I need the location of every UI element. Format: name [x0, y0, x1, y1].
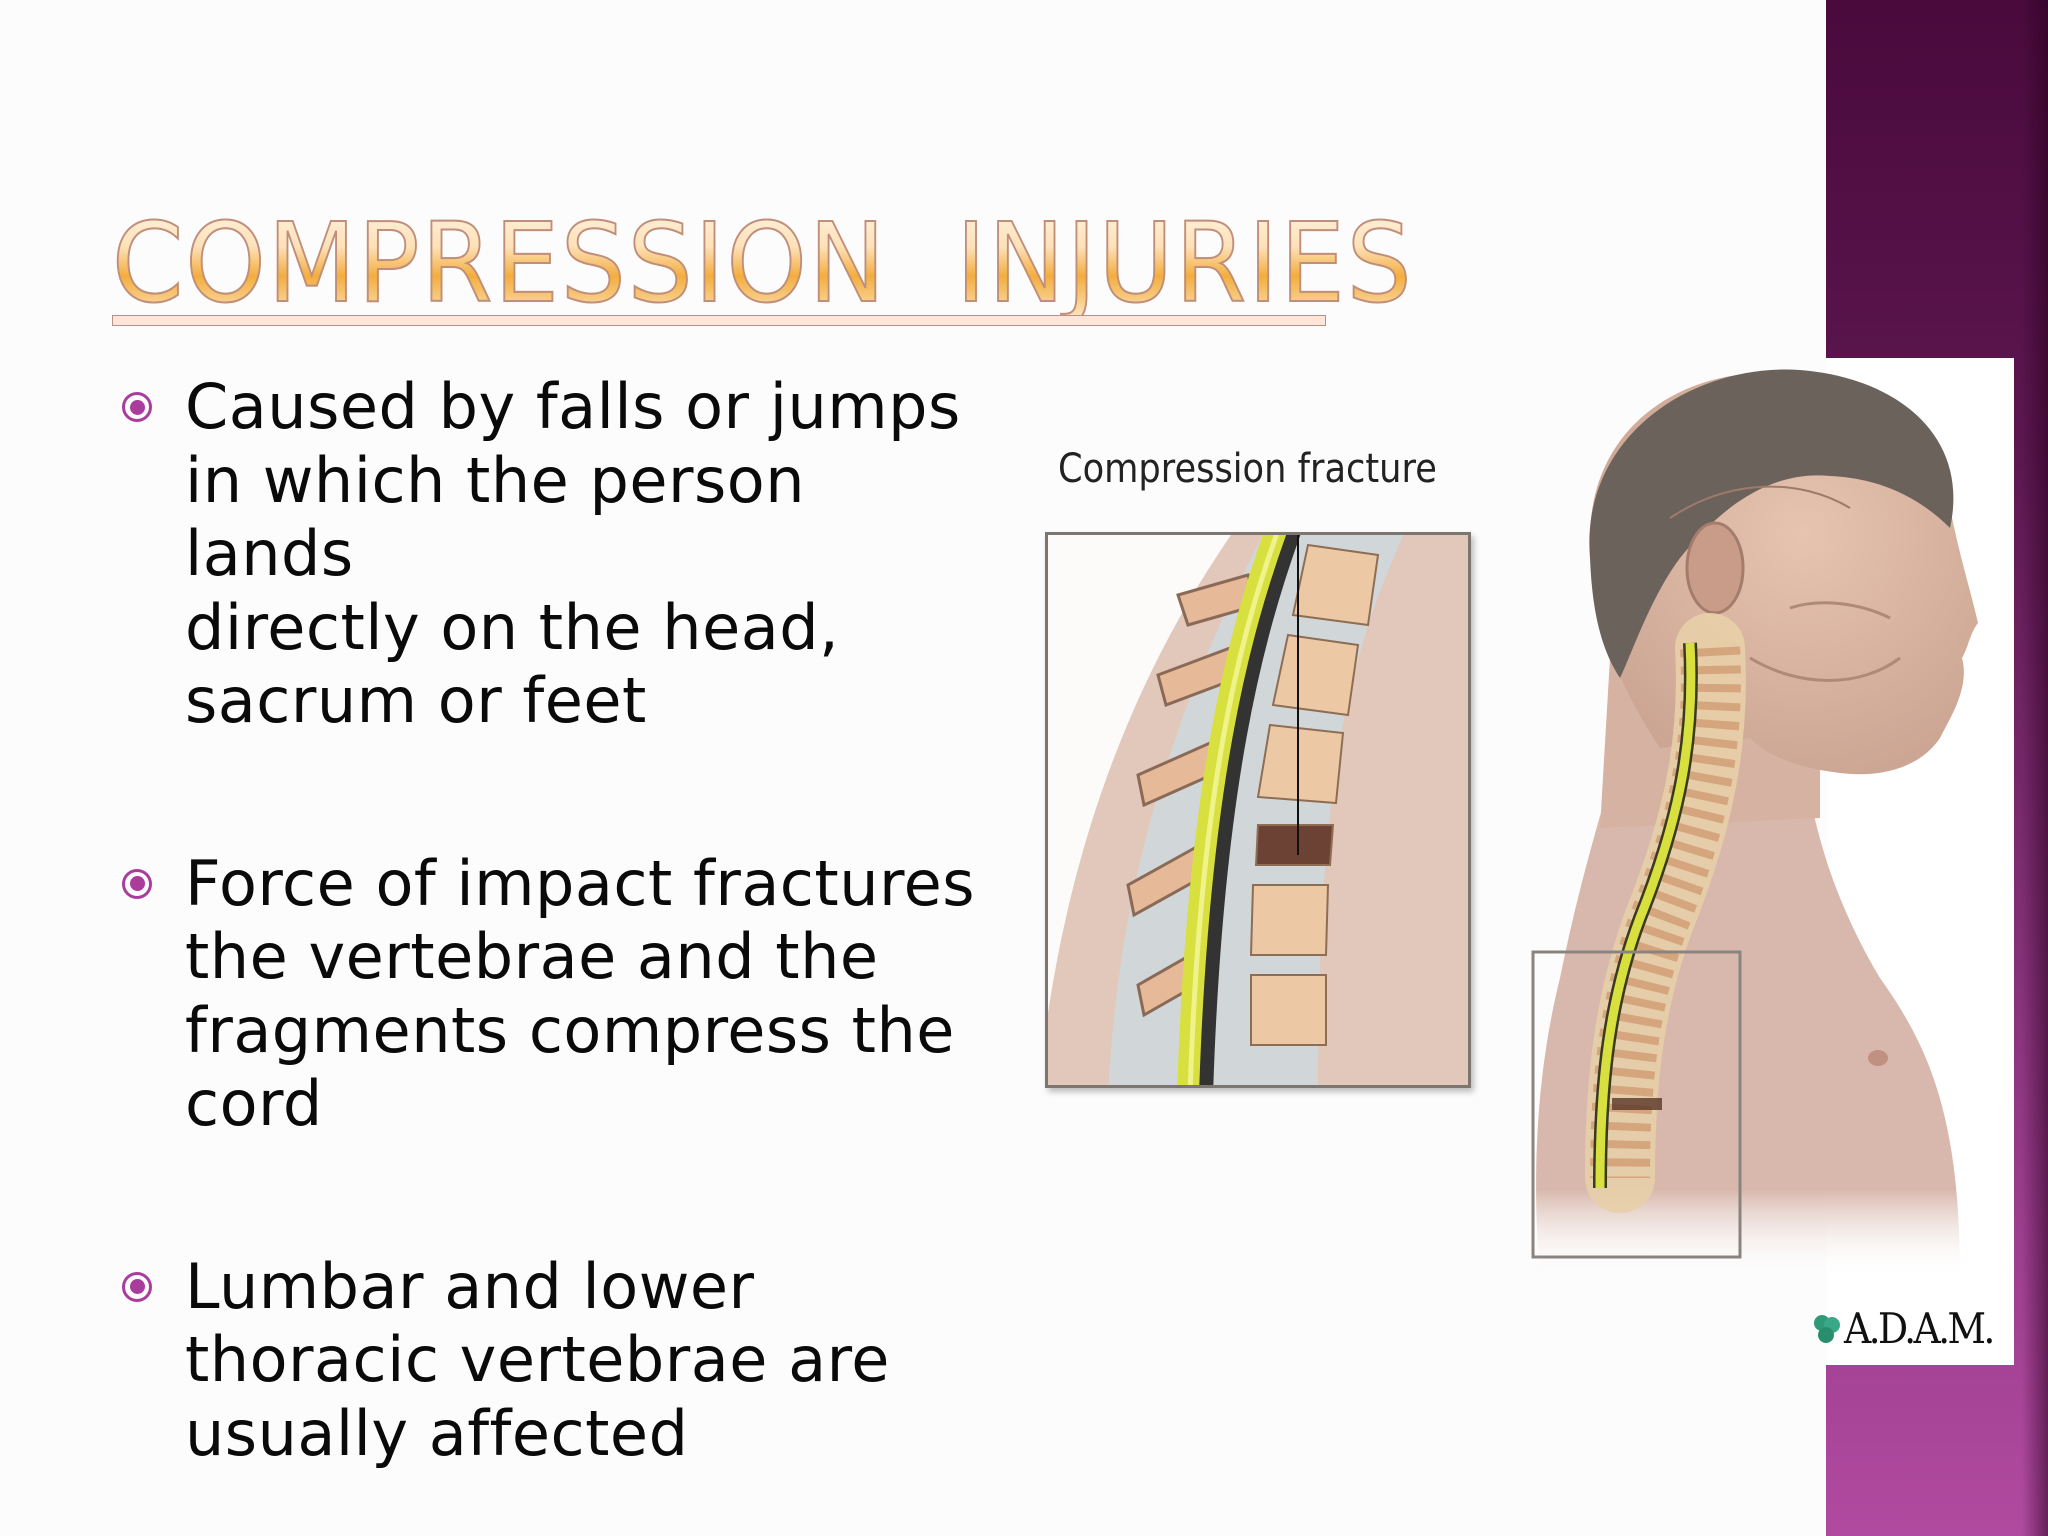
- bullet-line: cord: [185, 1067, 323, 1140]
- bullet-line: the vertebrae and the: [185, 920, 879, 993]
- bullet-item: Caused by falls or jumps in which the pe…: [122, 370, 982, 738]
- ring-dot-bullet-icon: [122, 868, 152, 899]
- bullet-list: Caused by falls or jumps in which the pe…: [122, 370, 982, 1470]
- title-underline: [112, 315, 1326, 326]
- bullet-line: Force of impact fractures: [185, 846, 976, 920]
- bullet-item: Force of impact fractures the vertebrae …: [122, 847, 982, 1141]
- bullet-line: sacrum or feet: [185, 664, 647, 737]
- bullet-line: usually affected: [185, 1396, 689, 1470]
- ring-dot-bullet-icon: [122, 392, 152, 422]
- bullet-line: fragments compress the: [185, 993, 955, 1067]
- bullet-line: in which the person lands: [185, 443, 806, 591]
- slide-title: COMPRESSION INJURIES: [111, 199, 1414, 327]
- bullet-item: Lumbar and lower thoracic vertebrae are …: [122, 1250, 982, 1471]
- adam-leaf-icon: [1814, 1314, 1840, 1343]
- bullet-line: Caused by falls or jumps: [185, 370, 961, 443]
- spine-closeup-inset: [1045, 532, 1471, 1088]
- adam-logo-text: A.D.A.M.: [1844, 1304, 1995, 1353]
- bullet-line: directly on the head,: [185, 590, 840, 664]
- bullet-line: Lumbar and lower: [185, 1249, 755, 1323]
- adam-logo: A.D.A.M.: [1812, 1304, 2009, 1353]
- ring-dot-bullet-icon: [122, 1271, 152, 1302]
- bullet-line: thoracic vertebrae are: [185, 1323, 890, 1396]
- head-spine-illustration: [1500, 358, 2014, 1318]
- compression-fracture-illustration: Compression fracture: [1010, 358, 2014, 1365]
- figure-caption: Compression fracture: [1058, 446, 1437, 492]
